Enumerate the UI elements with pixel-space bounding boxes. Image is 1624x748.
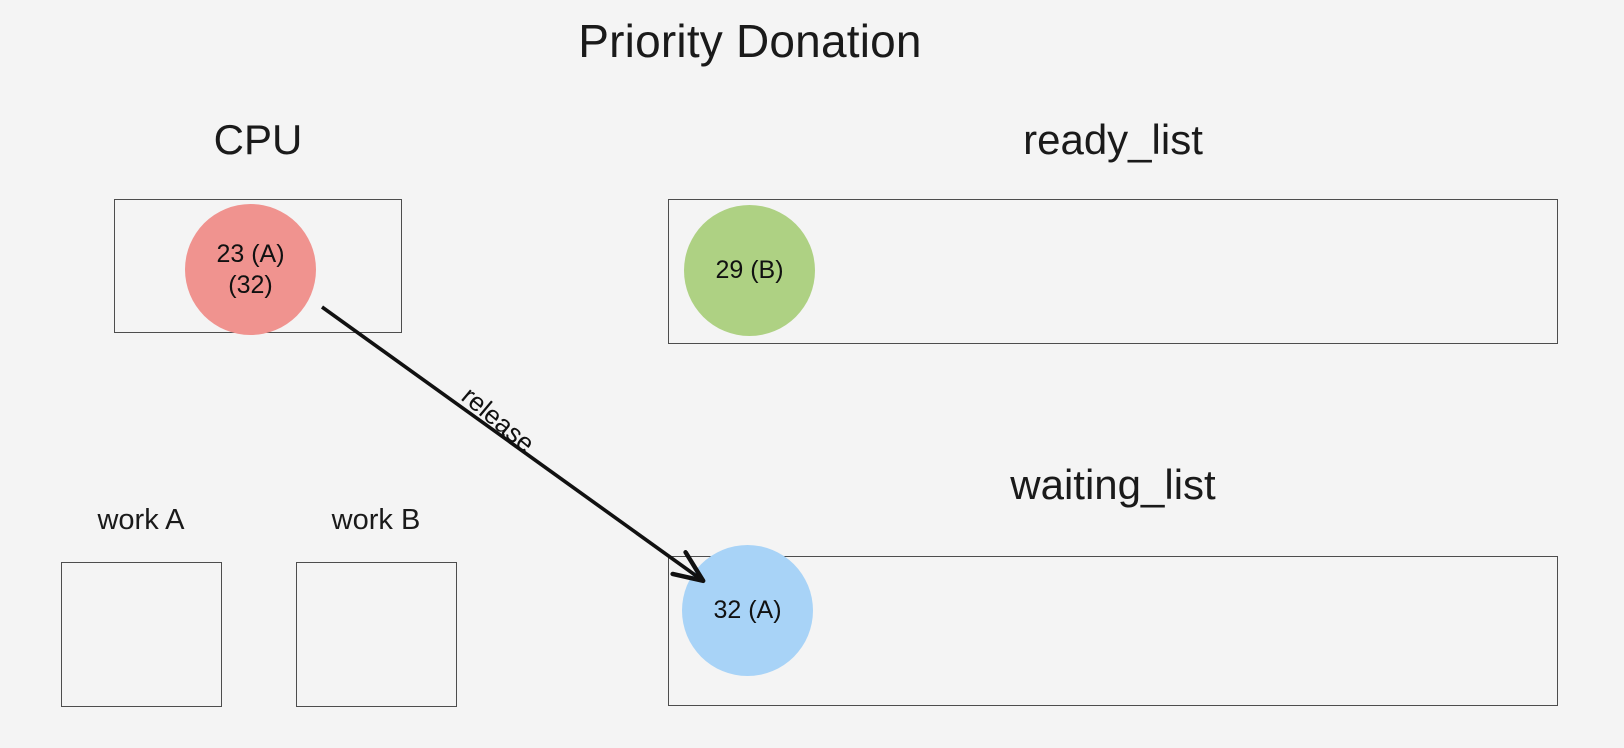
cpu-thread-priority: 23 (A) bbox=[216, 240, 285, 268]
page-title: Priority Donation bbox=[578, 15, 922, 67]
work-b-box bbox=[296, 562, 457, 707]
work-a-box bbox=[61, 562, 222, 707]
ready-list-thread-label: 29 (B) bbox=[715, 256, 784, 285]
waiting-list-box bbox=[668, 556, 1558, 706]
work-a-label: work A bbox=[97, 504, 185, 536]
ready-list-thread-circle[interactable]: 29 (B) bbox=[684, 205, 815, 336]
release-arrow-label: release bbox=[456, 380, 541, 459]
waiting-list-thread-label: 32 (A) bbox=[713, 596, 782, 625]
waiting-list-label: waiting_list bbox=[1010, 461, 1216, 508]
ready-list-box bbox=[668, 199, 1558, 344]
ready-list-label: ready_list bbox=[1023, 116, 1203, 163]
cpu-label: CPU bbox=[213, 116, 303, 163]
cpu-thread-circle[interactable]: 23 (A) (32) bbox=[185, 204, 316, 335]
cpu-thread-donated-priority: (32) bbox=[228, 270, 273, 299]
waiting-list-thread-circle[interactable]: 32 (A) bbox=[682, 545, 813, 676]
work-b-label: work B bbox=[331, 504, 421, 536]
